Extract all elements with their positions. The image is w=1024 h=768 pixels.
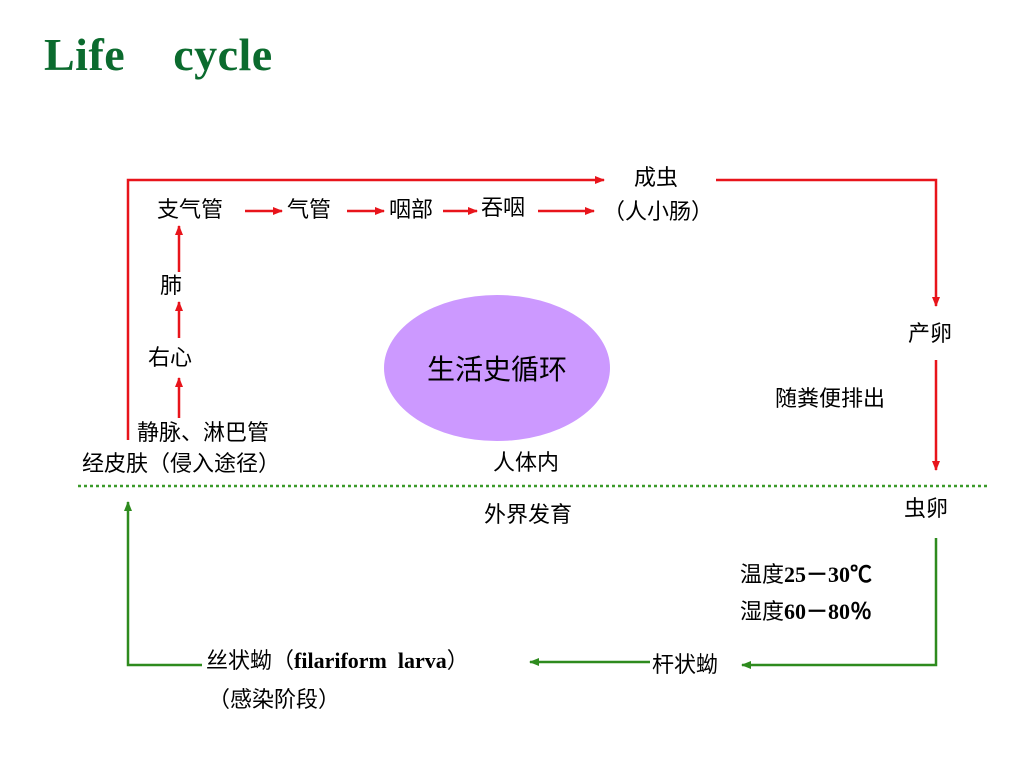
label-adult-location: （人小肠） <box>603 200 714 225</box>
arrow-filariform-to-skin <box>124 501 202 667</box>
label-skin-entry: 经皮肤（侵入途径） <box>82 452 281 477</box>
humidity-value: 60－80％ <box>784 599 873 624</box>
label-filariform: 丝状蚴（filariform larva） <box>206 648 469 675</box>
label-bronchi: 支气管 <box>157 198 224 223</box>
filariform-latin: filariform larva <box>294 648 447 673</box>
label-swallow: 吞咽 <box>481 196 526 221</box>
label-rhabditiform: 杆状蚴 <box>652 653 719 678</box>
label-humidity: 湿度60－80％ <box>740 599 872 626</box>
arrow-skin-to-adult <box>126 176 605 440</box>
label-external-development: 外界发育 <box>484 503 573 528</box>
label-eggs: 虫卵 <box>904 497 949 522</box>
label-pharynx: 咽部 <box>389 198 434 223</box>
label-trachea: 气管 <box>287 198 332 223</box>
label-adult: 成虫 <box>634 166 679 191</box>
filariform-prefix: 丝状蚴（ <box>206 649 295 674</box>
arrow-eggs-to-rhabditiform <box>741 538 938 669</box>
label-in-body: 人体内 <box>493 451 560 476</box>
label-temperature: 温度25－30℃ <box>740 562 872 589</box>
filariform-suffix: ） <box>446 649 469 674</box>
page-title: Life cycle <box>44 29 273 80</box>
label-vessels: 静脉、淋巴管 <box>137 421 270 446</box>
arrow-adult-to-eggs <box>716 178 940 307</box>
label-lung: 肺 <box>160 274 183 299</box>
center-ellipse <box>384 295 610 441</box>
center-label: 生活史循环 <box>426 353 567 386</box>
label-lay-eggs: 产卵 <box>908 322 953 347</box>
temperature-value: 25－30℃ <box>784 562 873 587</box>
label-infective-stage: （感染阶段） <box>208 688 341 713</box>
label-right-heart: 右心 <box>148 346 193 371</box>
temperature-prefix: 温度 <box>740 563 785 588</box>
label-excreted: 随粪便排出 <box>775 387 886 412</box>
humidity-prefix: 湿度 <box>740 600 785 625</box>
